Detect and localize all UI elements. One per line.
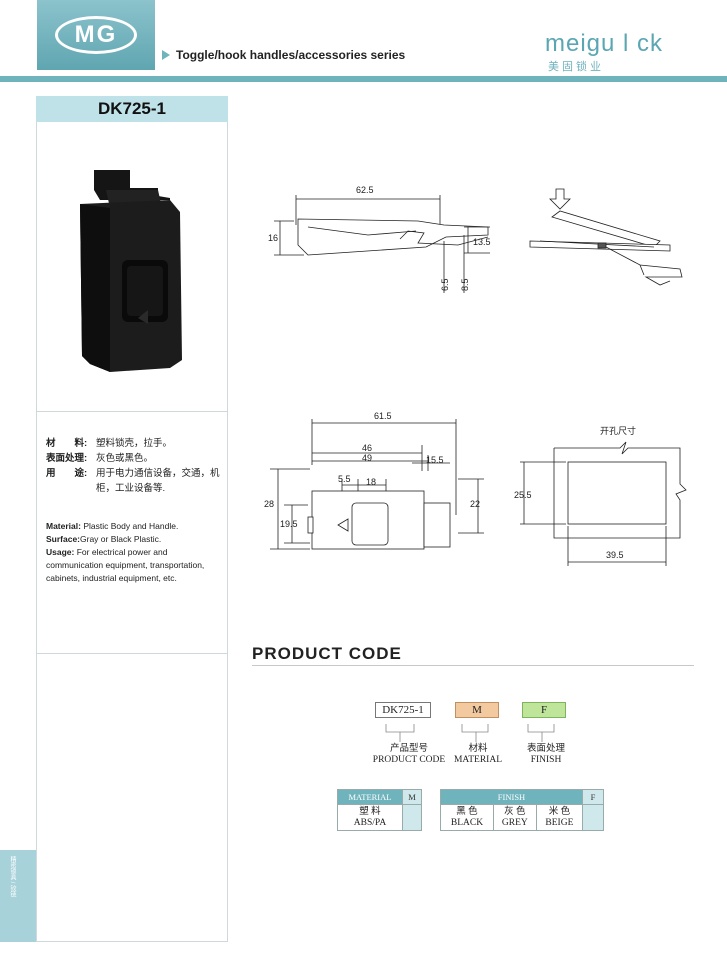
page-header: MG Toggle/hook handles/accessories serie… [0,0,727,80]
dim-25-5: 25.5 [514,490,532,500]
triangle-icon [162,50,170,60]
brand-sub: 美固锁业 [548,61,604,73]
finish-table-header: FINISH [440,789,583,805]
divider [36,411,228,412]
open-view-drawing [529,188,683,286]
side-tab-text: 精密锁具 / 铰链 [9,856,15,898]
dim-19-5: 19.5 [280,519,298,529]
dim-13-5: 13.5 [473,237,491,247]
dim-15-5: 15.5 [426,455,444,465]
dim-28: 28 [264,499,274,509]
material-table-header: MATERIAL [337,789,403,805]
model-title: DK725-1 [36,96,228,122]
brand-name: meigu l ck [545,30,664,57]
product-photo [80,170,182,372]
dim-39-5: 39.5 [606,550,624,560]
logo: MG [37,0,155,70]
dim-8-5: 8.5 [460,278,470,291]
side-tab [0,850,36,942]
front-view-drawing: 61.5 46 49 15.5 5.5 18 28 19.5 22 [264,411,484,550]
dim-22: 22 [470,499,480,509]
divider [36,653,228,654]
dim-6-5: 6.5 [440,278,450,291]
spec-en: Material: Plastic Body and Handle. Surfa… [46,521,205,583]
side-view-drawing: 62.5 16 13.5 6.5 8.5 [268,185,491,293]
dim-16: 16 [268,233,278,243]
code-box-material: M [455,702,499,718]
dim-18: 18 [366,477,376,487]
series-title: Toggle/hook handles/accessories series [162,48,405,62]
dim-62-5: 62.5 [356,185,374,195]
left-column [36,96,228,942]
material-table-key: M [402,789,422,805]
dim-49: 49 [362,453,372,463]
dim-46: 46 [362,443,372,453]
cutout-title: 开孔尺寸 [600,425,636,436]
product-code-title: PRODUCT CODE [252,644,402,663]
code-box-model: DK725-1 [375,702,431,718]
dim-5-5: 5.5 [338,474,351,484]
header-divider [0,76,727,82]
finish-table-key: F [582,789,604,805]
code-box-finish: F [522,702,566,718]
spec-cn: 材 料:塑料锁壳，拉手。 表面处理:灰色或黑色。 用 途:用于电力通信设备，交通… [46,438,220,494]
logo-text: MG [55,16,137,54]
cutout-drawing: 开孔尺寸 25.5 39.5 [514,425,687,566]
code-connectors [385,724,555,742]
dim-61-5: 61.5 [374,411,392,421]
divider [252,665,694,666]
